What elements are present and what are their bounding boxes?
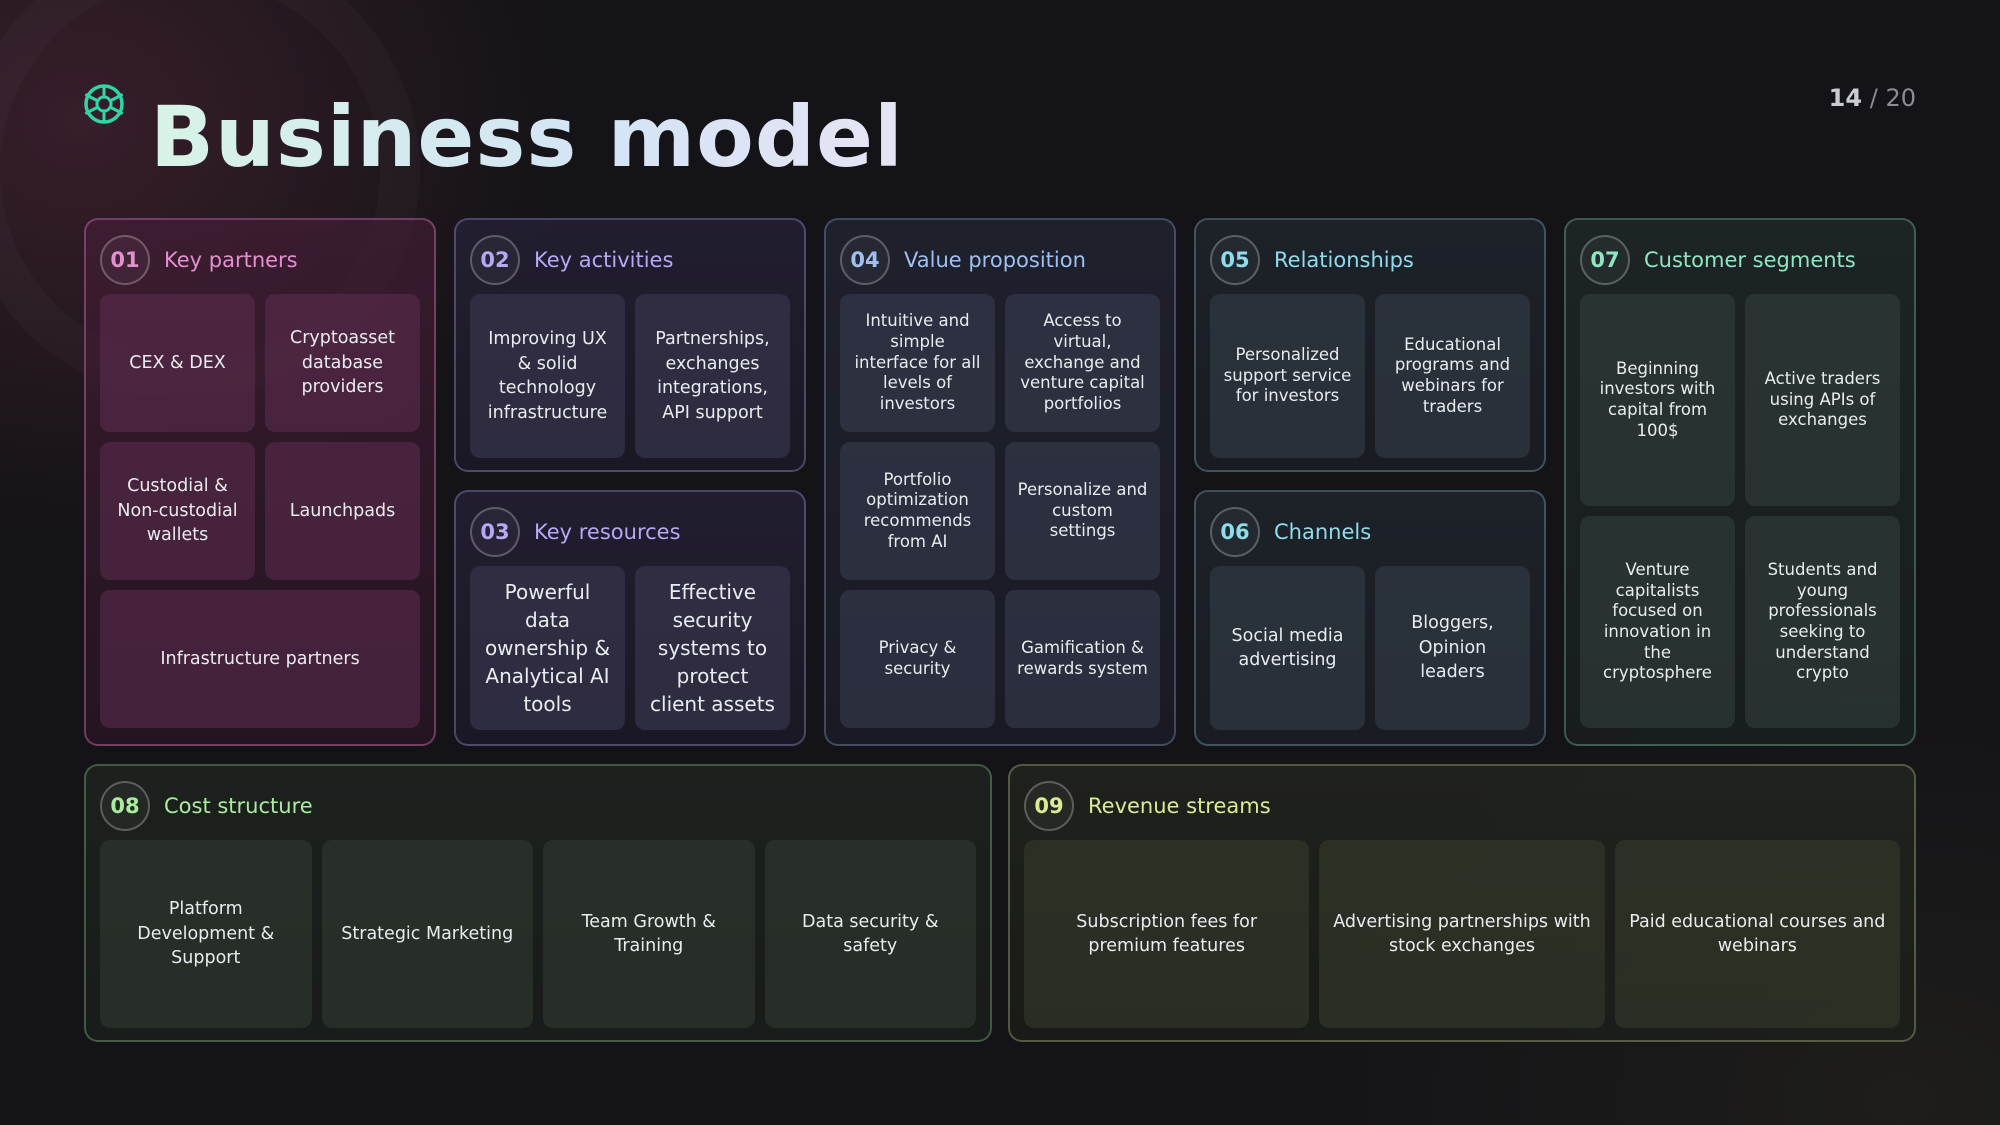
section-number: 03 xyxy=(470,507,520,557)
cost-card: Data security & safety xyxy=(764,840,976,1028)
activity-card: Improving UX & solid technology infrastr… xyxy=(470,294,625,458)
value-card: Gamification & rewards system xyxy=(1005,590,1160,728)
segment-card: Venture capitalists focused on innovatio… xyxy=(1580,516,1735,728)
section-title: Channels xyxy=(1274,520,1372,544)
segment-card: Students and young professionals seeking… xyxy=(1745,516,1900,728)
page-separator: / xyxy=(1869,84,1878,112)
value-card: Portfolio optimization recommends from A… xyxy=(840,442,995,580)
section-title: Customer segments xyxy=(1644,248,1856,272)
revenue-card: Paid educational courses and webinars xyxy=(1614,840,1900,1028)
section-number: 04 xyxy=(840,235,890,285)
section-title: Relationships xyxy=(1274,248,1414,272)
section-number: 01 xyxy=(100,235,150,285)
cost-card: Strategic Marketing xyxy=(321,840,533,1028)
section-key-activities: 02 Key activities Improving UX & solid t… xyxy=(454,218,806,472)
section-number: 09 xyxy=(1024,781,1074,831)
section-customer-segments: 07 Customer segments Beginning investors… xyxy=(1564,218,1916,746)
section-title: Key partners xyxy=(164,248,298,272)
section-title: Key activities xyxy=(534,248,674,272)
section-title: Key resources xyxy=(534,520,681,544)
value-card: Intuitive and simple interface for all l… xyxy=(840,294,995,432)
section-title: Cost structure xyxy=(164,794,313,818)
channel-card: Social media advertising xyxy=(1210,566,1365,730)
total-pages: 20 xyxy=(1885,84,1916,112)
resource-card: Powerful data ownership & Analytical AI … xyxy=(470,566,625,730)
section-key-partners: 01 Key partners CEX & DEX Cryptoasset da… xyxy=(84,218,436,746)
section-channels: 06 Channels Social media advertising Blo… xyxy=(1194,490,1546,746)
logo-icon xyxy=(84,84,124,124)
section-relationships: 05 Relationships Personalized support se… xyxy=(1194,218,1546,472)
section-header: 08 Cost structure xyxy=(100,780,976,832)
value-card: Privacy & security xyxy=(840,590,995,728)
section-number: 02 xyxy=(470,235,520,285)
channel-card: Bloggers, Opinion leaders xyxy=(1375,566,1530,730)
section-header: 09 Revenue streams xyxy=(1024,780,1900,832)
partner-card: Launchpads xyxy=(265,442,420,580)
section-header: 05 Relationships xyxy=(1210,234,1530,286)
section-number: 07 xyxy=(1580,235,1630,285)
section-number: 06 xyxy=(1210,507,1260,557)
page-counter: 14 / 20 xyxy=(1829,84,1916,112)
section-header: 02 Key activities xyxy=(470,234,790,286)
section-cost-structure: 08 Cost structure Platform Development &… xyxy=(84,764,992,1042)
activity-card: Partnerships, exchanges integrations, AP… xyxy=(635,294,790,458)
partner-card: CEX & DEX xyxy=(100,294,255,432)
segment-card: Beginning investors with capital from 10… xyxy=(1580,294,1735,506)
section-value-proposition: 04 Value proposition Intuitive and simpl… xyxy=(824,218,1176,746)
partner-card: Cryptoasset database providers xyxy=(265,294,420,432)
section-number: 05 xyxy=(1210,235,1260,285)
relationship-card: Personalized support service for investo… xyxy=(1210,294,1365,458)
segment-card: Active traders using APIs of exchanges xyxy=(1745,294,1900,506)
revenue-card: Subscription fees for premium features xyxy=(1024,840,1310,1028)
section-number: 08 xyxy=(100,781,150,831)
section-key-resources: 03 Key resources Powerful data ownership… xyxy=(454,490,806,746)
cost-card: Team Growth & Training xyxy=(543,840,755,1028)
section-header: 03 Key resources xyxy=(470,506,790,558)
section-header: 06 Channels xyxy=(1210,506,1530,558)
value-card: Personalize and custom settings xyxy=(1005,442,1160,580)
current-page: 14 xyxy=(1828,84,1863,112)
section-revenue-streams: 09 Revenue streams Subscription fees for… xyxy=(1008,764,1916,1042)
section-header: 07 Customer segments xyxy=(1580,234,1900,286)
cost-card: Platform Development & Support xyxy=(100,840,312,1028)
relationship-card: Educational programs and webinars for tr… xyxy=(1375,294,1530,458)
partner-card: Infrastructure partners xyxy=(100,590,420,728)
page-title: Business model xyxy=(150,88,904,186)
section-header: 04 Value proposition xyxy=(840,234,1160,286)
section-title: Value proposition xyxy=(904,248,1086,272)
section-title: Revenue streams xyxy=(1088,794,1271,818)
revenue-card: Advertising partnerships with stock exch… xyxy=(1319,840,1605,1028)
section-header: 01 Key partners xyxy=(100,234,420,286)
partner-card: Custodial & Non-custodial wallets xyxy=(100,442,255,580)
value-card: Access to virtual, exchange and venture … xyxy=(1005,294,1160,432)
resource-card: Effective security systems to protect cl… xyxy=(635,566,790,730)
